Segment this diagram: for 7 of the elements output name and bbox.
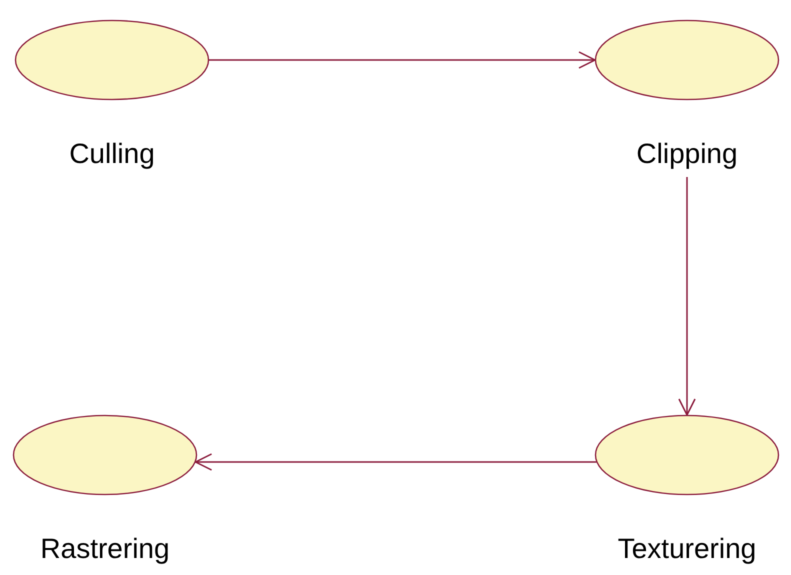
arrow [678,177,696,416]
use-case-label: Culling [69,138,155,170]
use-case-label: Clipping [636,138,738,170]
arrow [194,453,596,471]
arrow [209,51,596,69]
use-case-label: Rastrering [40,533,170,565]
use-case-label: Texturering [618,533,756,565]
